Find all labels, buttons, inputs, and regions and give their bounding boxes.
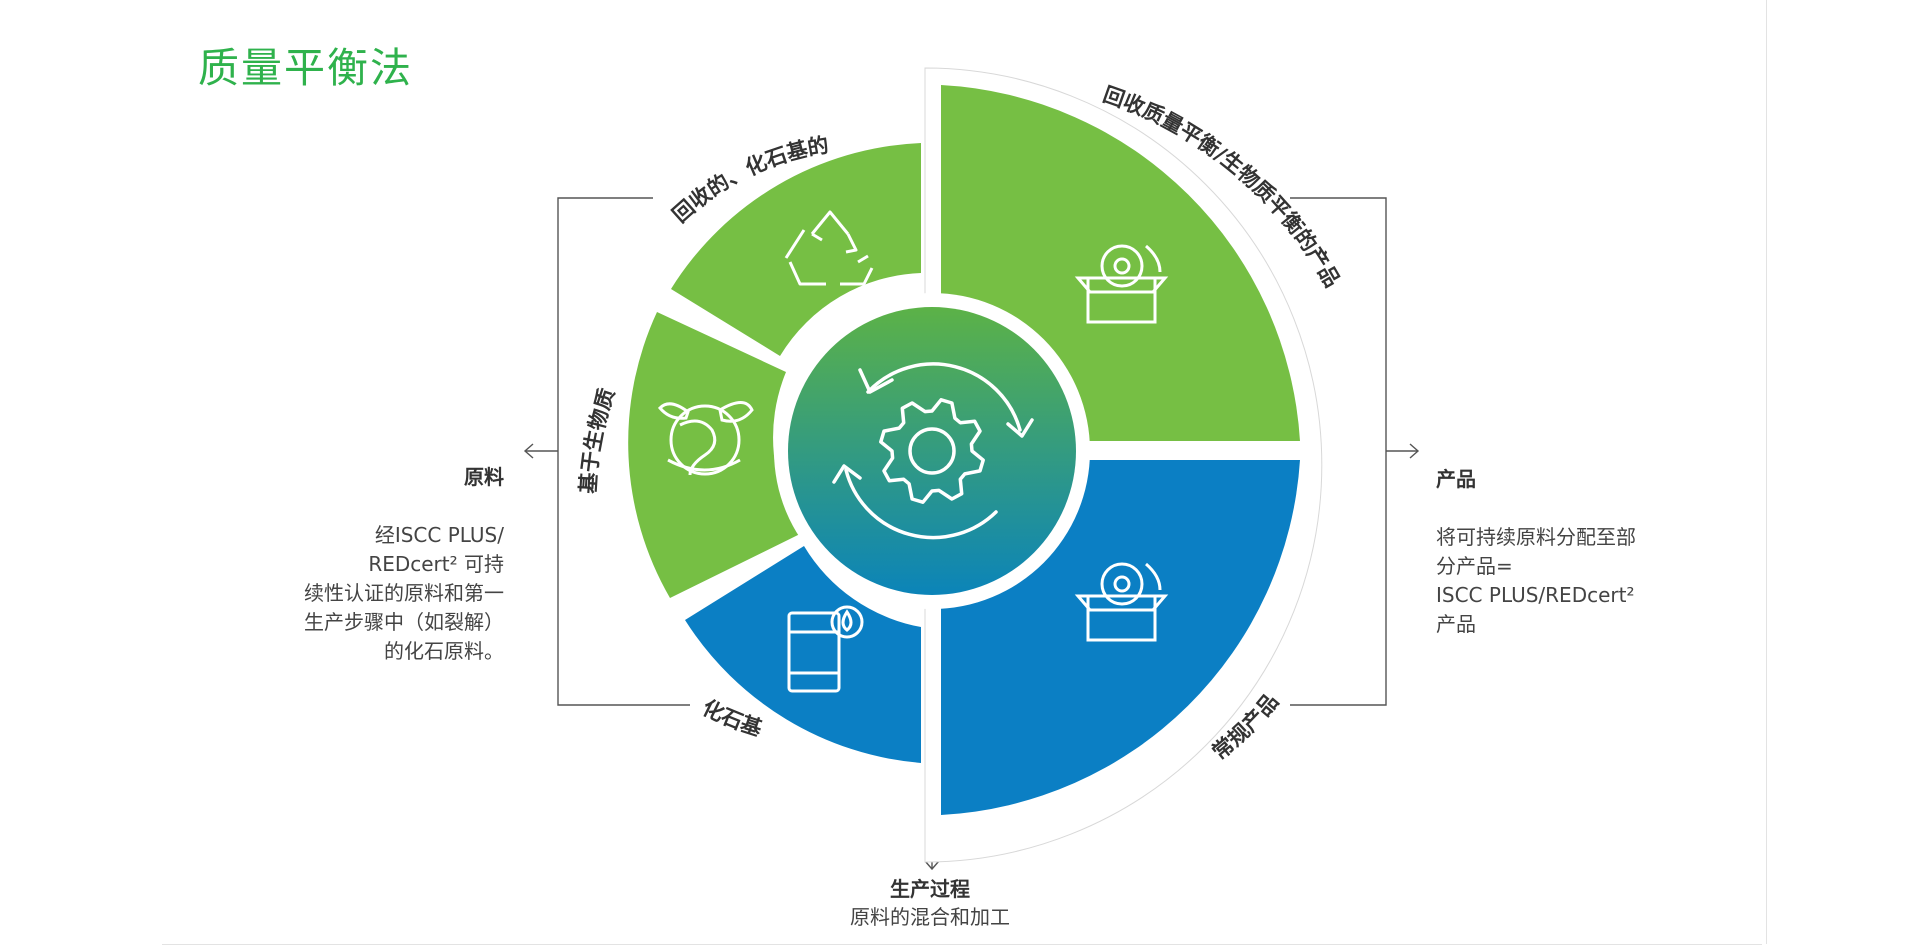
recycle-icon (784, 210, 874, 286)
segment-fossil-based (685, 546, 921, 763)
label-fossil-based: 化石基 (699, 695, 766, 741)
raw-material-body: 经ISCC PLUS/ REDcert² 可持 续性认证的原料和第一 生产步骤中… (304, 523, 504, 663)
gear-box-icon-bottom (1074, 562, 1169, 642)
page-title: 质量平衡法 (198, 44, 413, 92)
production-process-body: 原料的混合和加工 (850, 905, 1010, 929)
center-circle (788, 307, 1076, 595)
segment-bio-based (628, 312, 802, 598)
segment-recycled-fossil (671, 143, 921, 356)
gear-teeth (879, 398, 985, 504)
product-box: 产品 将可持续原料分配至部 分产品= ISCC PLUS/REDcert² 产品 (1436, 436, 1636, 639)
production-process-box: 生产过程 原料的混合和加工 (834, 875, 1026, 931)
gear-cycle-icon (832, 362, 1034, 540)
raw-material-box: 原料 经ISCC PLUS/ REDcert² 可持 续性认证的原料和第一 生产… (304, 434, 504, 666)
product-heading: 产品 (1436, 467, 1476, 491)
raw-material-heading: 原料 (464, 465, 504, 489)
right-border-line (1766, 0, 1767, 944)
production-process-heading: 生产过程 (890, 877, 970, 901)
label-bio-based: 基于生物质 (576, 385, 619, 494)
gear-box-icon-top (1074, 244, 1169, 324)
oil-barrel-icon (787, 605, 864, 693)
product-body: 将可持续原料分配至部 分产品= ISCC PLUS/REDcert² 产品 (1436, 525, 1636, 636)
globe-leaf-icon (657, 401, 754, 476)
